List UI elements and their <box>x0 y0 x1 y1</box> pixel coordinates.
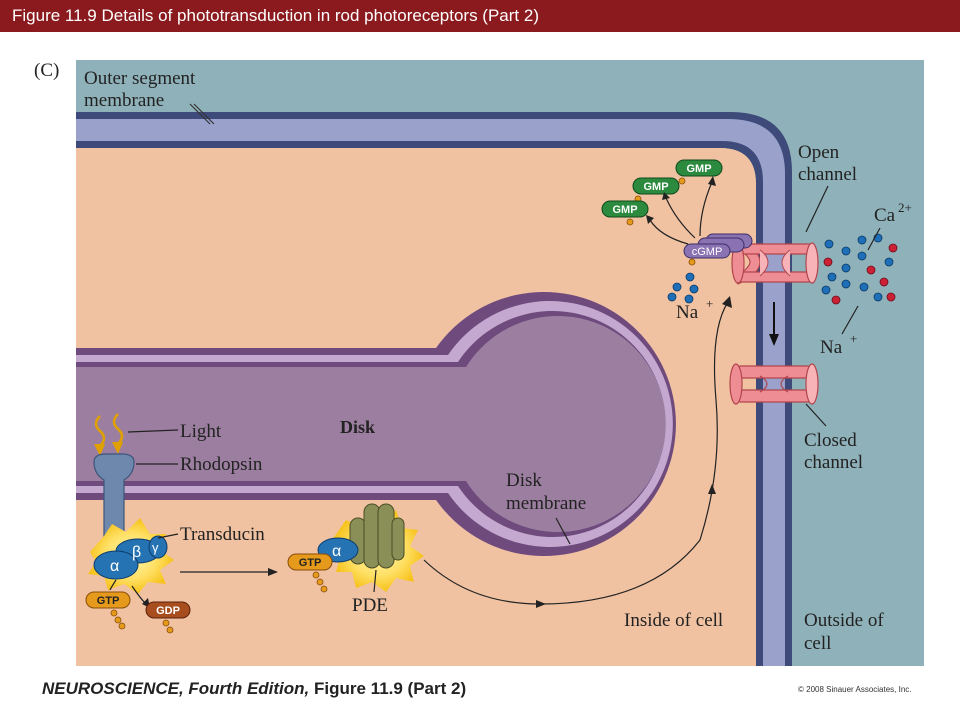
title-bar: Figure 11.9 Details of phototransduction… <box>0 0 960 32</box>
cgmp-cluster: cGMP <box>683 233 753 266</box>
alpha-label-transducin: α <box>110 558 119 575</box>
rhodopsin <box>93 453 135 549</box>
gmp-label-2: GMP <box>643 181 668 193</box>
open-channel-label-line2: channel <box>798 164 857 185</box>
panel-label: (C) <box>34 60 59 81</box>
disk-membrane-label-line1: Disk <box>506 470 542 491</box>
gamma-label: γ <box>152 540 159 555</box>
gmp-molecule-1: GMP <box>675 159 723 185</box>
gtp-label-pde: GTP <box>299 557 322 569</box>
outer-segment-label-line2: membrane <box>84 90 164 111</box>
na-inside-superscript: + <box>706 296 713 311</box>
closed-channel-label-line1: Closed <box>804 430 857 451</box>
closed-channel-pointer <box>805 403 827 427</box>
transducin-to-gtp-arrow <box>109 579 117 591</box>
cgmp-to-gmp-arrowheads <box>646 176 716 224</box>
outer-segment-pointer <box>189 103 215 125</box>
gtp-molecule-transducin: GTP <box>85 591 131 630</box>
light-label: Light <box>180 421 222 442</box>
gmp-label-3: GMP <box>612 204 637 216</box>
mid-arrowhead-1 <box>536 600 546 608</box>
na-ions-inside <box>667 272 699 304</box>
pde-to-channel-arrowhead <box>722 296 732 308</box>
disk <box>76 292 676 557</box>
pde-label: PDE <box>352 595 388 616</box>
outside-cell-label-line1: Outside of <box>804 610 884 631</box>
gmp-molecule-3: GMP <box>601 200 649 226</box>
cgmp-label: cGMP <box>692 246 723 258</box>
inside-cell-label: Inside of cell <box>624 610 723 631</box>
gdp-label: GDP <box>156 605 180 617</box>
transducin-to-pde-arrowhead <box>268 568 278 576</box>
gmp-label-1: GMP <box>686 163 711 175</box>
pde-to-channel-arrow <box>423 301 729 605</box>
footer-book: NEUROSCIENCE, Fourth Edition, <box>42 679 310 698</box>
outside-cell-label-line2: cell <box>804 633 831 654</box>
ions-outside <box>821 233 898 305</box>
outer-segment-label-line1: Outer segment <box>84 68 196 89</box>
disk-membrane-label-line2: membrane <box>506 493 586 514</box>
na-outside-label: Na <box>820 337 843 358</box>
ca-label: Ca <box>874 205 896 226</box>
light-pointer <box>127 429 179 433</box>
mid-arrowhead-2 <box>708 484 716 494</box>
cgmp-to-gmp-arrows <box>649 181 713 245</box>
gtp-label-transducin: GTP <box>97 595 120 607</box>
channel-closing-arrow <box>769 302 779 346</box>
alpha-label-pde: α <box>332 543 341 560</box>
light-icon <box>94 413 124 447</box>
na-outside-superscript: + <box>850 331 857 346</box>
na-inside-label: Na <box>676 302 699 323</box>
gtp-molecule-pde: GTP <box>287 553 333 593</box>
closed-channel-label-line2: channel <box>804 452 863 473</box>
ca-pointer <box>867 227 881 251</box>
ca-superscript: 2+ <box>898 200 912 215</box>
figure-title: Figure 11.9 Details of phototransduction… <box>12 6 539 25</box>
transducin-pointer <box>157 533 179 539</box>
pde-pointer <box>373 569 377 593</box>
rhodopsin-label: Rhodopsin <box>180 454 263 475</box>
open-channel <box>731 239 819 285</box>
footer-citation: NEUROSCIENCE, Fourth Edition, Figure 11.… <box>42 679 466 699</box>
closed-channel <box>729 363 819 405</box>
beta-label: β <box>132 544 141 561</box>
light-arrowheads <box>94 442 123 456</box>
transducin-label: Transducin <box>180 524 265 545</box>
gmp-molecule-2: GMP <box>632 177 680 203</box>
footer-copyright: © 2008 Sinauer Associates, Inc. <box>798 685 912 694</box>
transducin-complex: β γ α <box>88 518 174 594</box>
disk-label: Disk <box>340 417 375 437</box>
gdp-molecule: GDP <box>145 601 191 634</box>
open-channel-pointer <box>805 185 829 233</box>
disk-membrane-pointer <box>555 517 571 545</box>
open-channel-label-line1: Open <box>798 142 840 163</box>
na-outside-pointer <box>841 305 859 335</box>
footer-figure: Figure 11.9 (Part 2) <box>309 679 467 698</box>
pde-complex: α <box>317 503 424 592</box>
